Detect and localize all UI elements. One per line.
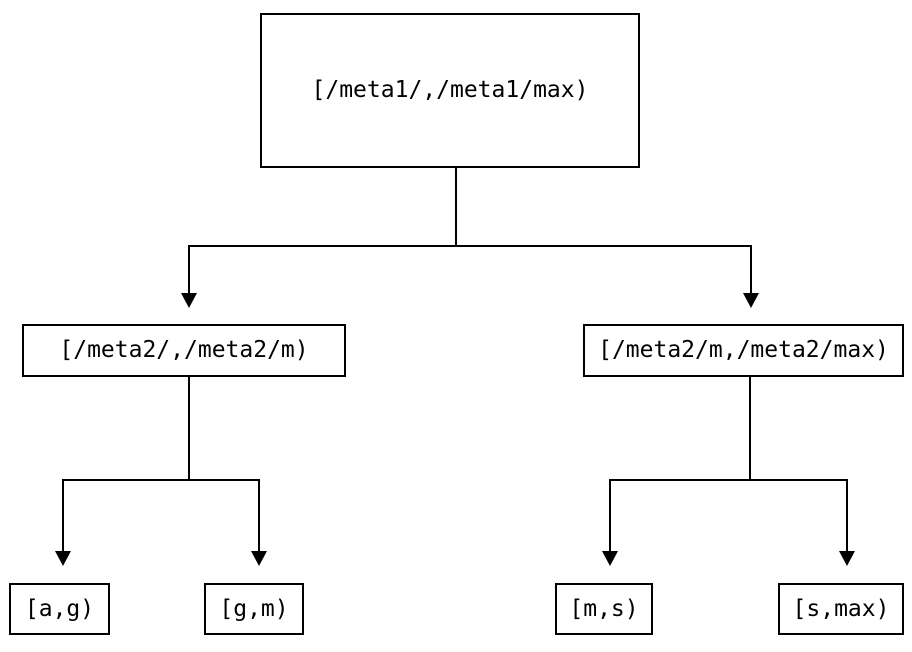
node-leaf-ag: [a,g) xyxy=(9,583,110,635)
edge-drop-to-leaf-smax xyxy=(846,479,848,553)
node-meta2-right-range: [/meta2/m,/meta2/max) xyxy=(583,324,904,377)
node-leaf-ms-label: [m,s) xyxy=(569,595,639,622)
node-meta2-left-range-label: [/meta2/,/meta2/m) xyxy=(59,337,309,363)
edge-drop-to-leaf-ms xyxy=(609,479,611,553)
node-meta2-left-range: [/meta2/,/meta2/m) xyxy=(22,324,346,377)
node-leaf-smax: [s,max) xyxy=(778,583,904,635)
node-leaf-smax-label: [s,max) xyxy=(792,595,890,622)
edge-meta2-right-branch-bar xyxy=(609,479,848,481)
arrowhead-down-icon xyxy=(602,551,618,566)
arrowhead-down-icon xyxy=(743,293,759,308)
edge-drop-to-leaf-gm xyxy=(258,479,260,553)
edge-drop-to-meta2-right xyxy=(750,245,752,295)
edge-drop-to-leaf-ag xyxy=(62,479,64,553)
node-leaf-ag-label: [a,g) xyxy=(24,595,95,622)
arrowhead-down-icon xyxy=(55,551,71,566)
edge-meta2-left-stem xyxy=(188,377,190,480)
edge-root-branch-bar xyxy=(188,245,752,247)
node-meta1-range: [/meta1/,/meta1/max) xyxy=(260,13,640,168)
edge-meta2-left-branch-bar xyxy=(62,479,260,481)
node-leaf-gm-label: [g,m) xyxy=(219,595,289,622)
edge-root-stem xyxy=(455,168,457,246)
node-meta2-right-range-label: [/meta2/m,/meta2/max) xyxy=(598,337,889,363)
node-leaf-ms: [m,s) xyxy=(555,583,653,635)
arrowhead-down-icon xyxy=(251,551,267,566)
node-meta1-range-label: [/meta1/,/meta1/max) xyxy=(311,77,589,103)
node-leaf-gm: [g,m) xyxy=(204,583,304,635)
edge-meta2-right-stem xyxy=(749,377,751,480)
edge-drop-to-meta2-left xyxy=(188,245,190,295)
arrowhead-down-icon xyxy=(181,293,197,308)
arrowhead-down-icon xyxy=(839,551,855,566)
